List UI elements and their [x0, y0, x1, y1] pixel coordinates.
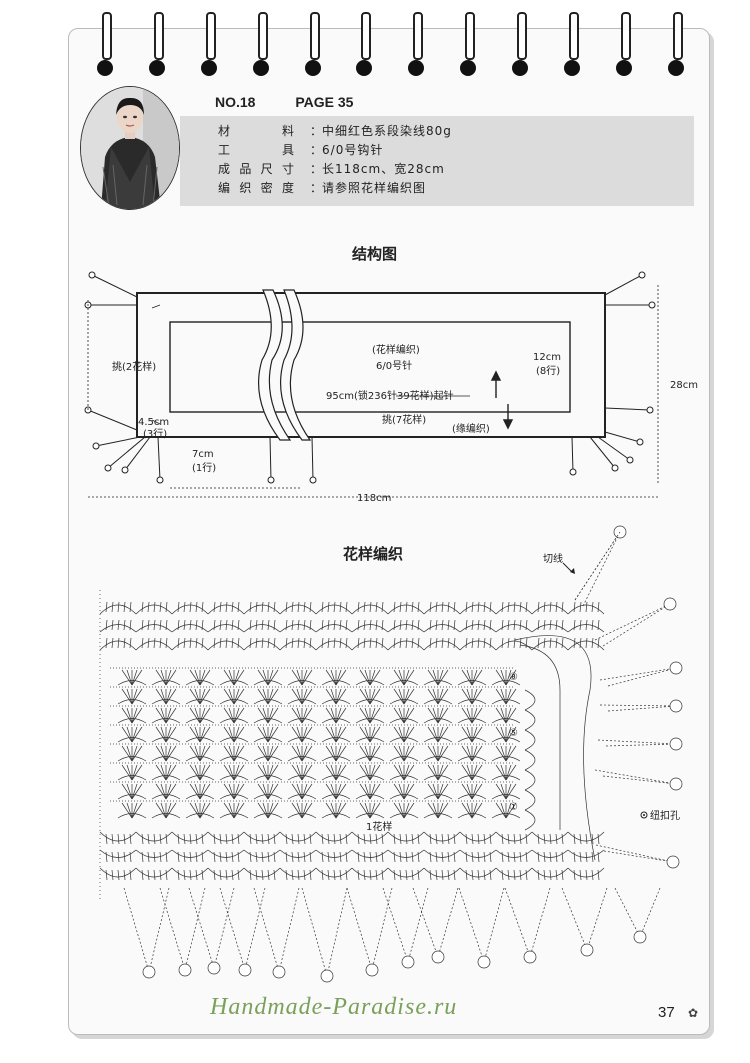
- structure-diagram: (花样编织) 6/0号针 95cm(锁236针39花样)起针 挑(2花样) 挑(…: [84, 271, 698, 504]
- binding-ring: [97, 12, 113, 76]
- structure-title: 结构图: [352, 245, 398, 263]
- info-label: 成品尺寸: [218, 162, 296, 176]
- info-row: 成品尺寸： 长118cm、宽28cm: [218, 160, 452, 179]
- info-value: 6/0号钩针: [322, 143, 384, 157]
- info-row: 材料： 中细红色系段染线80g: [218, 122, 452, 141]
- crochet-chart: 切线 纽扣孔 1花样 ⑧ ⑤ ①: [99, 525, 683, 983]
- left-pickup-label: 挑(2花样): [112, 360, 156, 373]
- flower-icon: ✿: [688, 1006, 699, 1020]
- info-label: 工具: [218, 143, 296, 157]
- pattern-name-label: (花样编织): [372, 343, 420, 356]
- bottom-pickup-label: 挑(7花样): [382, 413, 426, 426]
- info-background: [180, 116, 694, 206]
- buttonhole-label: 纽扣孔: [650, 809, 680, 822]
- binding-ring: [564, 12, 580, 76]
- info-value: 请参照花样编织图: [322, 181, 427, 195]
- info-label: 材料: [218, 124, 296, 138]
- model-photo: [80, 86, 180, 210]
- binding-ring: [460, 12, 476, 76]
- width-7-rows-label: (1行): [192, 461, 216, 474]
- page-number: 37: [658, 1004, 675, 1021]
- pattern-header: NO.18 PAGE 35: [215, 94, 389, 110]
- binding-ring: [149, 12, 165, 76]
- height-12-rows-label: (8行): [536, 364, 560, 377]
- row-mark-5: ⑤: [509, 728, 518, 739]
- row-mark-1: ①: [509, 802, 518, 813]
- border-label: (缘编织): [452, 422, 490, 435]
- height-28-label: 28cm: [670, 380, 698, 391]
- pattern-number: NO.18: [215, 94, 256, 110]
- chain-label: 95cm(锁236针39花样)起针: [326, 389, 454, 402]
- page-reference: PAGE 35: [295, 94, 354, 110]
- binding-ring: [408, 12, 424, 76]
- row-mark-8: ⑧: [509, 672, 518, 683]
- binding-ring: [305, 12, 321, 76]
- pattern-title: 花样编织: [343, 545, 404, 563]
- info-row: 编织密度： 请参照花样编织图: [218, 179, 452, 198]
- width-45-label: 4.5cm: [138, 417, 169, 428]
- materials-table: 材料： 中细红色系段染线80g 工具： 6/0号钩针 成品尺寸： 长118cm、…: [218, 122, 452, 198]
- width-7-label: 7cm: [192, 449, 214, 460]
- binding-ring: [201, 12, 217, 76]
- info-value: 长118cm、宽28cm: [322, 162, 445, 176]
- repeat-label: 1花样: [366, 820, 392, 833]
- height-12-label: 12cm: [533, 352, 561, 363]
- binding-ring: [616, 12, 632, 76]
- binding-ring: [668, 12, 684, 76]
- info-value: 中细红色系段染线80g: [322, 124, 452, 138]
- cut-yarn-label: 切线: [543, 552, 563, 565]
- width-118-label: 118cm: [357, 493, 391, 504]
- watermark: Handmade-Paradise.ru: [210, 994, 458, 1020]
- binding-ring: [356, 12, 372, 76]
- spiral-binding: [0, 0, 750, 80]
- width-45-rows-label: (3行): [143, 427, 167, 440]
- binding-ring: [512, 12, 528, 76]
- hook-size-label: 6/0号针: [376, 359, 412, 372]
- info-row: 工具： 6/0号钩针: [218, 141, 452, 160]
- info-label: 编织密度: [218, 181, 296, 195]
- binding-ring: [253, 12, 269, 76]
